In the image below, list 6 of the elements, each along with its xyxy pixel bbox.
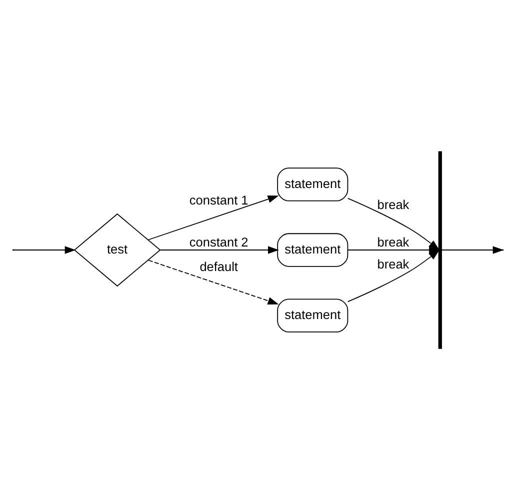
edge-label: constant 1 — [189, 192, 248, 208]
edge-label: break — [377, 197, 410, 212]
edge-label: constant 2 — [189, 234, 248, 250]
edge-label: default — [200, 259, 238, 274]
edge-label: break — [377, 234, 410, 250]
edge-label: break — [377, 256, 410, 272]
